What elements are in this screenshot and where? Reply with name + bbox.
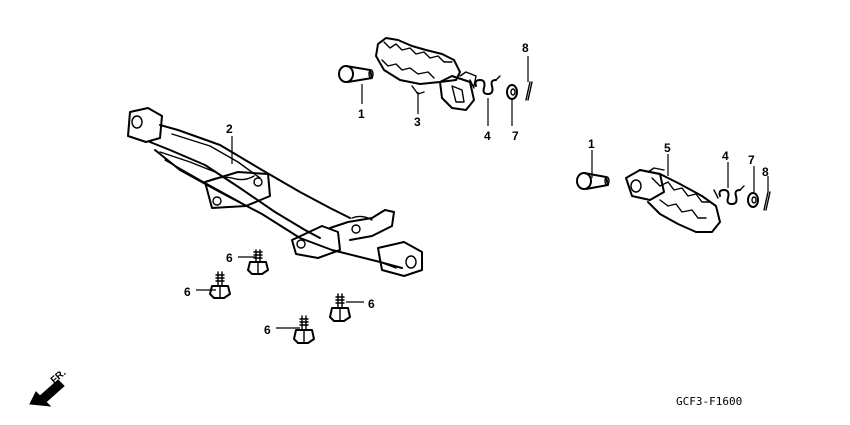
callout-4-upper: 4	[484, 129, 491, 143]
pin-1-upper	[338, 65, 374, 83]
callout-1-right: 1	[588, 137, 595, 151]
bolt-6-d	[293, 315, 315, 344]
front-label: FR.	[49, 367, 69, 386]
bolt-6-a	[247, 249, 269, 275]
leader-lines	[196, 56, 769, 329]
callout-5: 5	[664, 141, 671, 155]
callout-8-upper: 8	[522, 41, 529, 55]
washer-7-upper	[506, 84, 518, 100]
front-direction-arrow: FR.	[29, 367, 69, 407]
callout-3: 3	[414, 115, 421, 129]
footpeg-5	[625, 167, 721, 233]
callout-8-right: 8	[762, 165, 769, 179]
bolt-6-c	[329, 293, 351, 322]
spring-4-upper	[469, 75, 501, 95]
step-bar	[127, 107, 423, 277]
cotter-pin-8-right	[763, 191, 771, 211]
washer-7-right	[747, 192, 759, 208]
callout-6-a: 6	[226, 251, 233, 265]
callouts: 1 3 4 7 8 2 1 5 4 7 8 6 6 6 6	[184, 41, 769, 337]
footpeg-3	[375, 37, 477, 111]
callout-6-b: 6	[184, 285, 191, 299]
diagram-code: GCF3-F1600	[676, 395, 742, 408]
callout-6-d: 6	[264, 323, 271, 337]
callout-6-c: 6	[368, 297, 375, 311]
callout-4-right: 4	[722, 149, 729, 163]
callout-7-upper: 7	[512, 129, 519, 143]
bolt-6-b	[209, 271, 231, 299]
callout-2: 2	[226, 122, 233, 136]
callout-7-right: 7	[748, 153, 755, 167]
callout-1-upper: 1	[358, 107, 365, 121]
pin-1-right	[576, 172, 610, 190]
cotter-pin-8-upper	[525, 81, 533, 101]
spring-4-right	[713, 185, 745, 205]
